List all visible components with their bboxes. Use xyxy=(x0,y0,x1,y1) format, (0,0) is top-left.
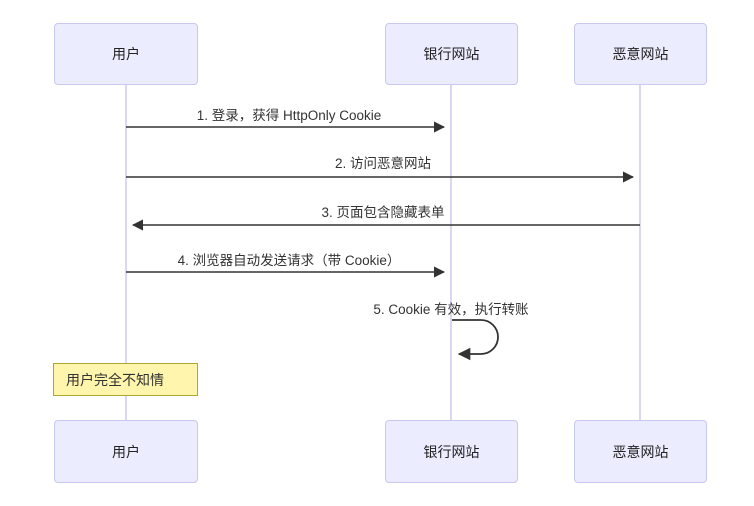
lifeline-evil xyxy=(639,85,641,420)
actor-box-bank-top[interactable]: 银行网站 xyxy=(385,23,518,85)
actor-label-user-top: 用户 xyxy=(112,46,140,62)
actor-label-evil-top: 恶意网站 xyxy=(612,46,669,62)
actor-label-bank-bottom: 银行网站 xyxy=(423,443,480,460)
message-label-1: 1. 登录，获得 HttpOnly Cookie xyxy=(196,108,382,123)
lifeline-bank xyxy=(450,85,452,420)
message-label-2: 2. 访问恶意网站 xyxy=(334,156,432,171)
actor-box-evil-top[interactable]: 恶意网站 xyxy=(574,23,707,85)
actor-box-evil-bottom[interactable]: 恶意网站 xyxy=(574,420,707,483)
actor-label-evil-bottom: 恶意网站 xyxy=(612,443,669,460)
actor-label-bank-top: 银行网站 xyxy=(423,46,480,62)
actor-label-user-bottom: 用户 xyxy=(112,443,140,460)
actor-box-bank-bottom[interactable]: 银行网站 xyxy=(385,420,518,483)
message-line-5-self-loop xyxy=(452,319,499,361)
lifeline-user xyxy=(125,85,127,420)
actor-box-user-top[interactable]: 用户 xyxy=(54,23,198,85)
note-user-unaware: 用户完全不知情 xyxy=(53,363,198,396)
message-label-5: 5. Cookie 有效，执行转账 xyxy=(373,302,529,317)
message-label-3: 3. 页面包含隐藏表单 xyxy=(321,205,445,220)
note-label-user-unaware: 用户完全不知情 xyxy=(66,371,164,388)
message-label-4: 4. 浏览器自动发送请求（带 Cookie） xyxy=(177,253,401,268)
actor-box-user-bottom[interactable]: 用户 xyxy=(54,420,198,483)
